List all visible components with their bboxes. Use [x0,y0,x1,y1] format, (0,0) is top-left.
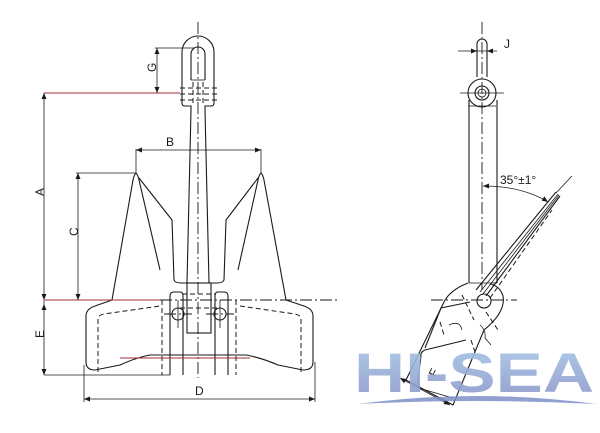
dim-label-g: G [145,63,159,72]
dim-label-a: A [33,188,47,196]
dim-label-e: E [33,330,47,338]
side-dimensions: J 35°±1° [458,37,573,203]
dim-label-j: J [504,37,510,51]
dim-label-b: B [166,135,174,149]
dim-label-f: F [426,366,442,379]
dim-label-c: C [67,227,81,236]
side-view: F [399,22,561,406]
angle-label: 35°±1° [500,173,536,187]
front-dimensions: G A B C E D [33,47,316,402]
dim-label-d: D [195,384,204,398]
front-view [45,22,338,378]
